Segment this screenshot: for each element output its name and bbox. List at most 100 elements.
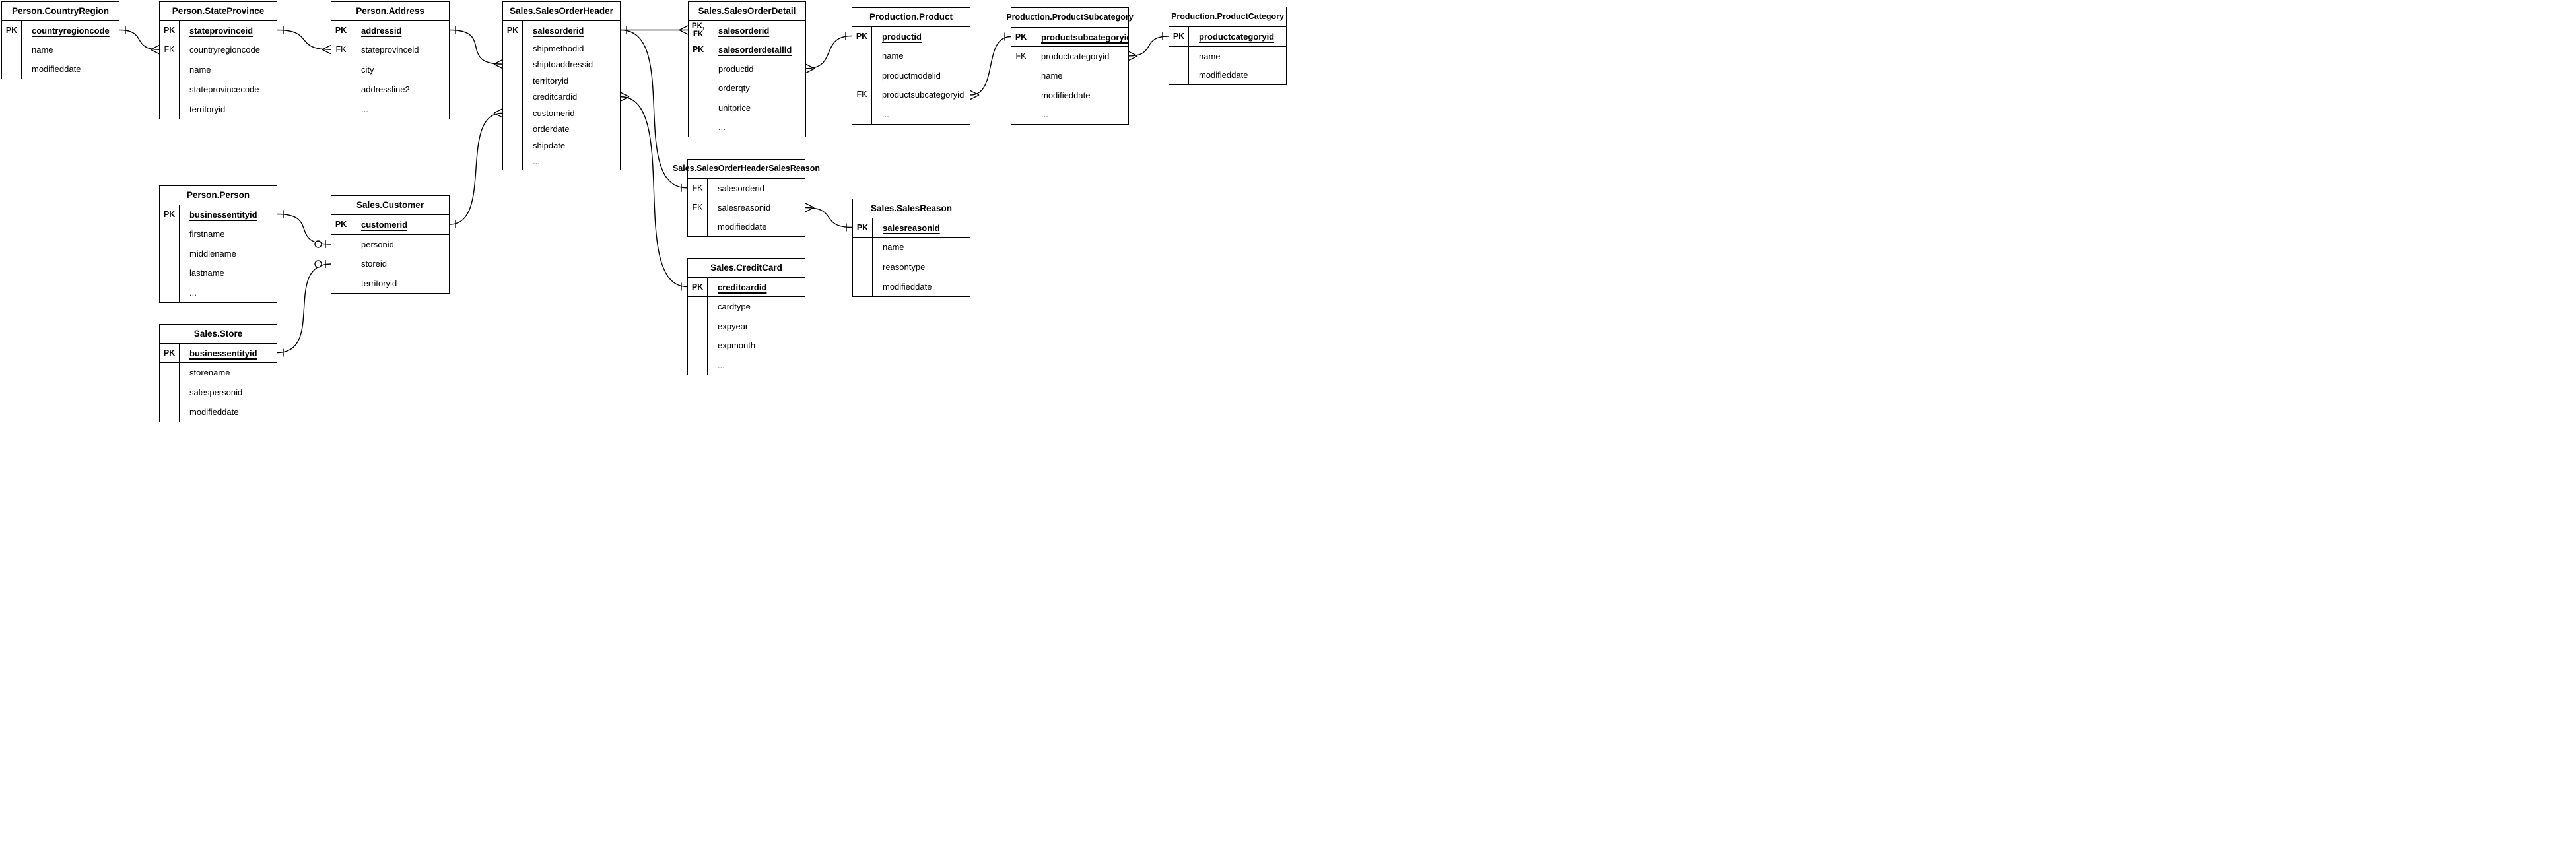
field-name-cardtype: cardtype: [718, 302, 751, 312]
field-row-countryregioncode: FK countryregioncode: [160, 40, 277, 60]
connector-productsubcategory-productcategory-stroke: [1128, 51, 1138, 61]
field-name-addressid: addressid: [361, 25, 402, 36]
field-row-modifieddate: modifieddate: [1011, 85, 1128, 105]
fk-label: FK: [160, 40, 180, 60]
key-label: PK: [160, 205, 180, 224]
field-name-shipmethodid: shipmethodid: [533, 43, 584, 53]
connector-product-productsubcategory[interactable]: [970, 32, 1011, 100]
connector-countryregion-stateprovince[interactable]: [119, 26, 160, 55]
key-label-line: PK: [163, 209, 176, 219]
field-name-modifieddate: modifieddate: [718, 222, 767, 232]
key-spacer: [503, 105, 523, 121]
entity-title-line: Sales.Store: [193, 329, 243, 339]
key-spacer: [160, 59, 180, 80]
field-name-countryregioncode: countryregioncode: [32, 25, 110, 36]
connector-salesorderheadersalesreason-salesreason-stroke: [805, 207, 853, 228]
key-spacer: [503, 40, 523, 57]
key-label: PK: [331, 21, 351, 40]
fk-label: FK: [688, 179, 708, 198]
connector-person-customer[interactable]: [277, 210, 331, 249]
entity-title-line: Sales.CreditCard: [710, 263, 782, 273]
field-name-stateprovinceid: stateprovinceid: [361, 45, 419, 55]
key-spacer: [688, 336, 708, 356]
entity-title-line: Sales.SalesOrderDetail: [698, 6, 796, 16]
field-row-modifieddate: modifieddate: [160, 402, 277, 422]
field-row-city: city: [331, 59, 449, 80]
key-label-line: PK: [335, 25, 347, 35]
entity-title-line: Person.CountryRegion: [11, 6, 109, 16]
field-name-expmonth: expmonth: [718, 341, 756, 351]
field-name-salespersonid: salespersonid: [189, 387, 243, 397]
field-row-name: name: [852, 46, 970, 66]
field-row-more: ...: [160, 282, 277, 302]
fk-label: FK: [852, 85, 872, 105]
connector-stateprovince-address[interactable]: [277, 26, 331, 55]
connector-productsubcategory-productcategory[interactable]: [1128, 32, 1169, 61]
key-label-line: PK: [506, 25, 519, 35]
connector-salesorderdetail-product[interactable]: [805, 32, 852, 74]
connector-customer-salesorderheader[interactable]: [449, 108, 503, 228]
field-row-modifieddate: modifieddate: [853, 277, 970, 297]
entity-body: storename salespersonid modifieddate: [160, 363, 277, 422]
connector-address-salesorderheader[interactable]: [449, 26, 503, 69]
connector-salesorderheader-salesorderdetail[interactable]: [621, 25, 689, 35]
entity-title-line: HeaderSalesReason: [740, 164, 821, 174]
connector-person-customer-stroke: [277, 213, 331, 245]
field-name-productsubcategoryid: productsubcategoryid: [882, 90, 965, 100]
field-name-name: name: [1041, 71, 1063, 81]
key-label-line: PK: [856, 31, 868, 41]
key-label-line: PK: [5, 25, 18, 35]
key-spacer: [160, 79, 180, 100]
connector-salesorderdetail-product-stroke: [805, 63, 815, 74]
field-row-storename: storename: [160, 363, 277, 383]
field-row-name: name: [2, 40, 119, 59]
entity-title: Sales.Customer: [331, 196, 449, 215]
field-name-countryregioncode: countryregioncode: [189, 45, 260, 55]
connector-store-customer-stroke: [277, 263, 331, 354]
connector-creditcard-salesorderheader[interactable]: [620, 92, 688, 291]
field-row-territoryid: territoryid: [331, 273, 449, 293]
key-spacer: [852, 46, 872, 66]
key-label: PK: [2, 21, 22, 40]
key-spacer: [852, 104, 872, 124]
field-row-lastname: lastname: [160, 263, 277, 283]
key-label: PK: [331, 215, 351, 234]
connector-product-productsubcategory-stroke: [970, 90, 980, 100]
field-name-shiptoaddressid: shiptoaddressid: [533, 59, 593, 70]
connector-stateprovince-address-stroke: [322, 44, 331, 55]
key-label-line: PK: [856, 222, 869, 232]
field-row-more: ...: [689, 117, 805, 137]
key-spacer: [688, 355, 708, 375]
connector-store-customer[interactable]: [277, 260, 331, 357]
field-name-shipdate: shipdate: [533, 140, 566, 150]
connector-salesorderheadersalesreason-salesreason[interactable]: [805, 203, 853, 232]
field-name-expyear: expyear: [718, 321, 749, 331]
field-name-more: ...: [882, 109, 889, 119]
key-spacer: [2, 59, 22, 79]
fk-label-text: FK: [164, 45, 175, 55]
key-row-countryregioncode: PK countryregioncode: [2, 21, 119, 40]
key-spacer: [160, 402, 180, 422]
key-spacer: [160, 382, 180, 403]
key-label: PK: [1011, 28, 1031, 46]
connector-salesorderheader-salesorderheadersalesreason[interactable]: [620, 29, 688, 192]
